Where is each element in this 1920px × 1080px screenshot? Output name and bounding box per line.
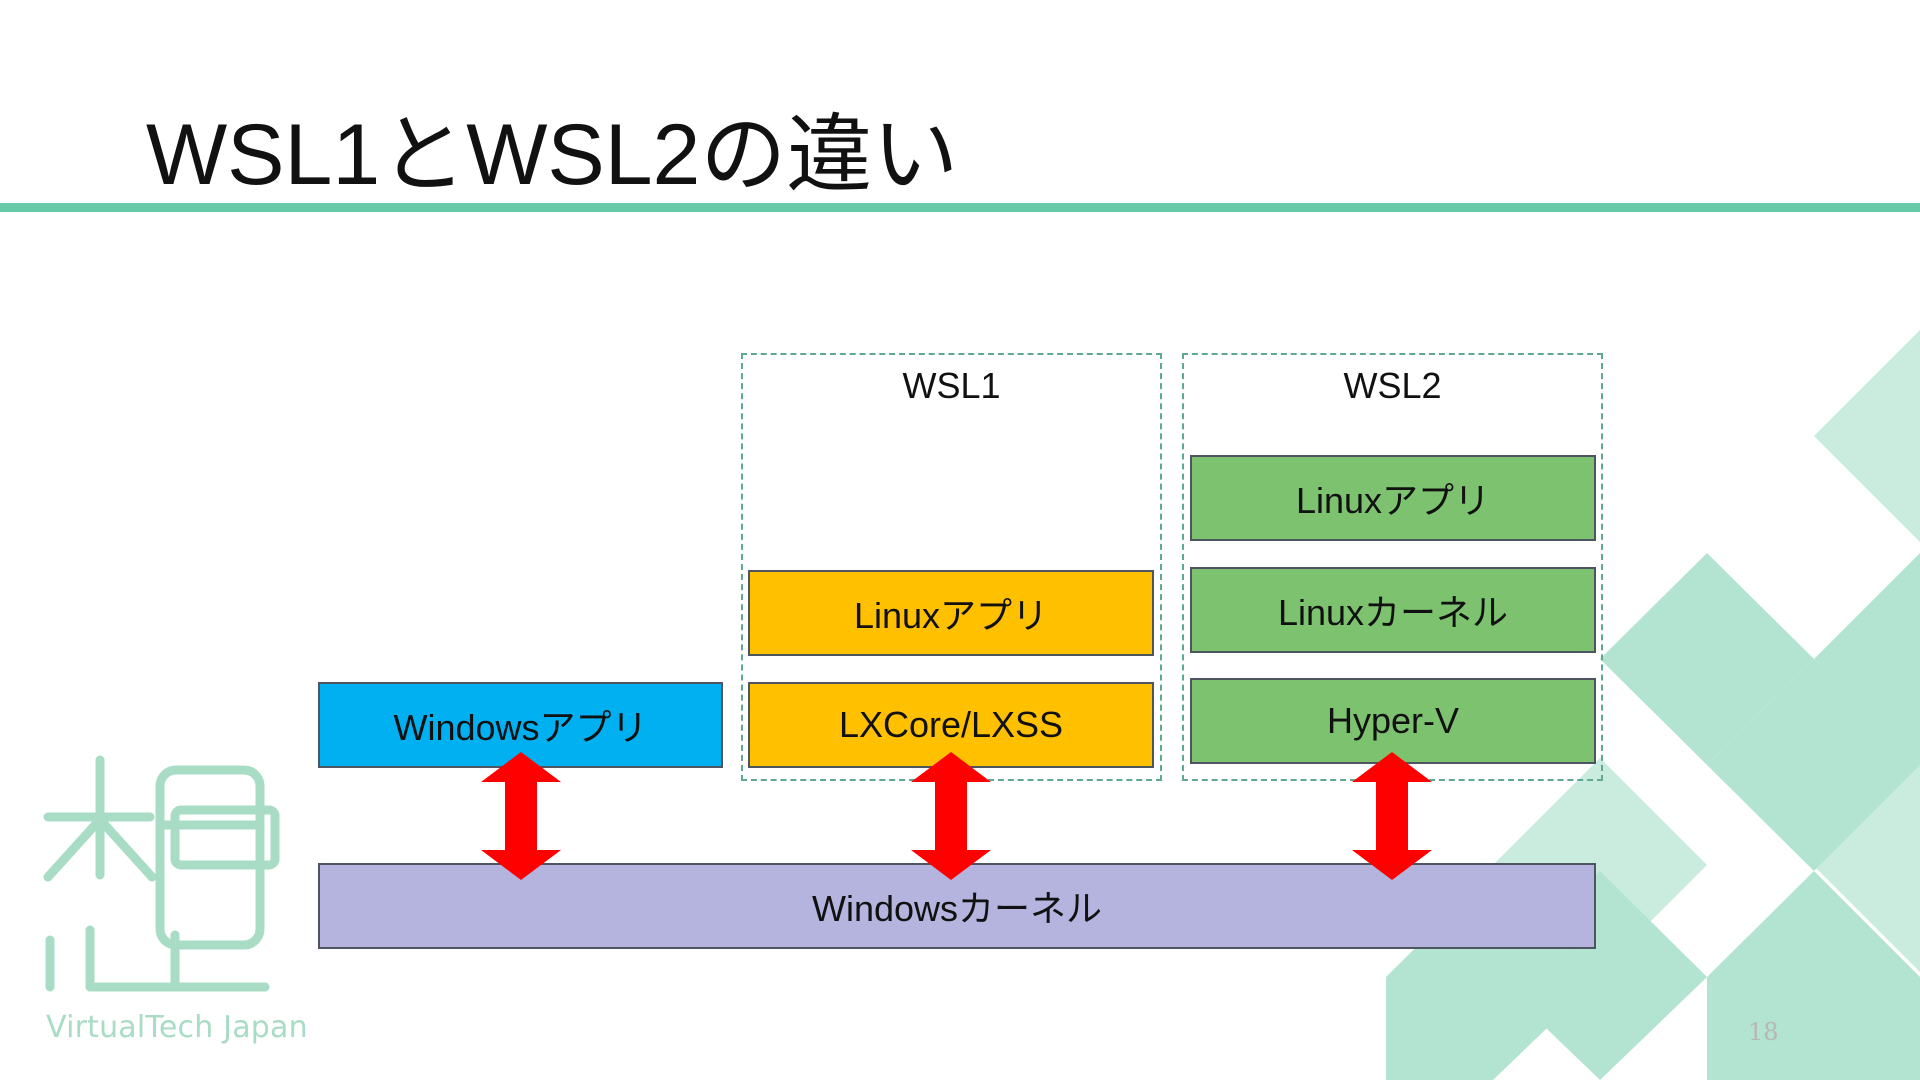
windows-kernel-layer: Windowsカーネル <box>318 863 1596 949</box>
page-number: 18 <box>1748 1018 1779 1046</box>
wsl1-group-label: WSL1 <box>902 365 1001 406</box>
wsl1-arrow <box>911 752 991 880</box>
wsl2-linux-app-layer: Linuxアプリ <box>1190 455 1596 541</box>
slide-title: WSL1とWSL2の違い <box>146 107 959 203</box>
logo-text: VirtualTech Japan <box>46 1010 308 1045</box>
wsl1-linux-app-layer: Linuxアプリ <box>748 570 1154 656</box>
wsl2-hyperv-layer: Hyper-V <box>1190 678 1596 764</box>
wsl2-group-label: WSL2 <box>1343 365 1442 406</box>
virtualtech-logo-icon <box>43 755 280 992</box>
wsl2-linux-kernel-layer: Linuxカーネル <box>1190 567 1596 653</box>
windows-app-arrow <box>481 752 561 880</box>
wsl2-arrow <box>1352 752 1432 880</box>
title-divider <box>0 203 1920 212</box>
